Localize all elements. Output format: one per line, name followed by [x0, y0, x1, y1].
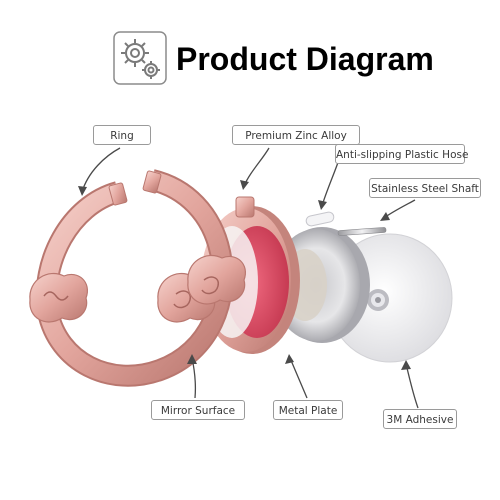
gears-icon	[113, 31, 167, 85]
label-metal-plate: Metal Plate	[273, 400, 343, 420]
body-wing-shape	[187, 254, 246, 305]
label-premium-zinc-alloy: Premium Zinc Alloy	[232, 125, 360, 145]
label-stainless-steel-shaft: Stainless Steel Shaft	[369, 178, 481, 198]
page-title: Product Diagram	[176, 41, 434, 77]
label-anti-slipping-plastic-hose: Anti-slipping Plastic Hose	[335, 144, 468, 164]
label-ring: Ring	[93, 125, 151, 145]
callout-arrowheads	[78, 180, 411, 370]
label-mirror-surface: Mirror Surface	[151, 400, 245, 420]
steel-shaft-shape	[337, 227, 387, 236]
plastic-hose-shape	[305, 211, 335, 227]
label-3m-adhesive: 3M Adhesive	[383, 409, 457, 429]
ring-shape	[29, 169, 234, 387]
